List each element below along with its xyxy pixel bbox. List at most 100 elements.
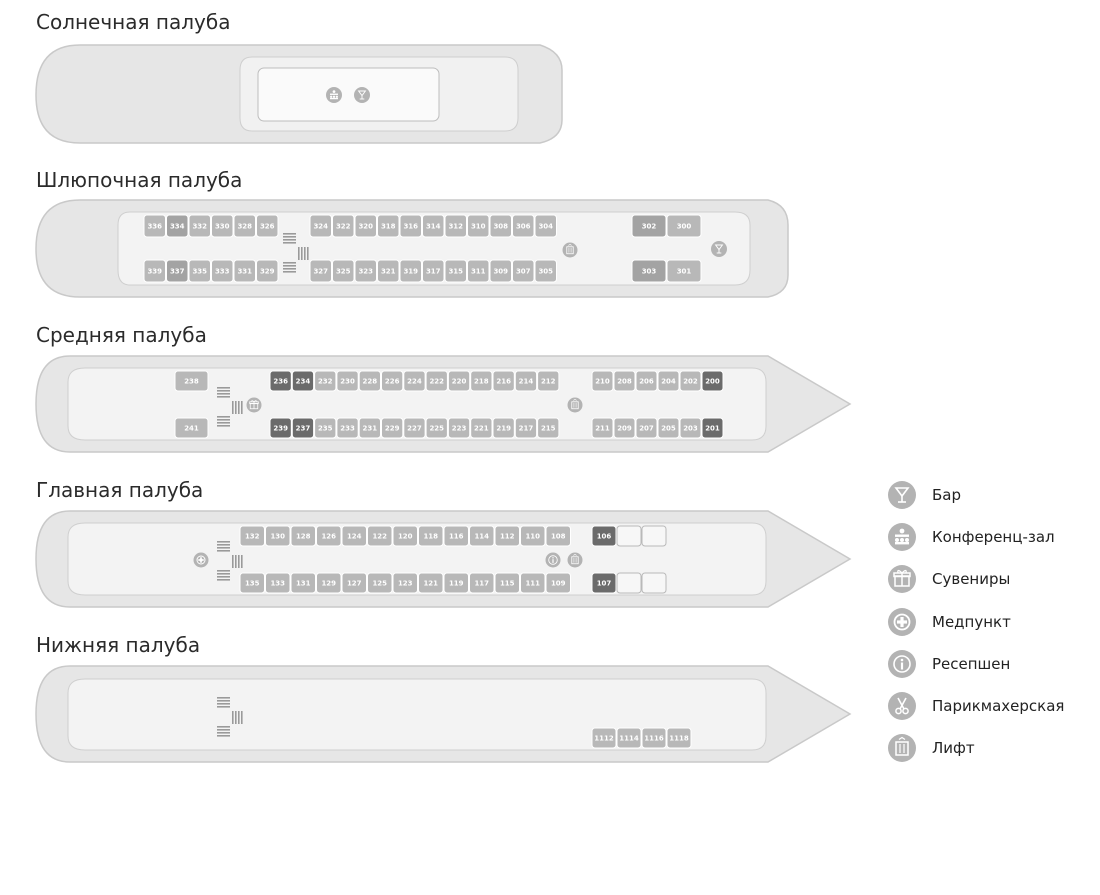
cabin-216[interactable]: 216 (492, 370, 515, 392)
cabin-336[interactable]: 336 (143, 214, 166, 238)
cabin-236[interactable]: 236 (269, 370, 292, 392)
cabin-327[interactable]: 327 (309, 259, 332, 283)
cabin-124[interactable]: 124 (341, 525, 367, 547)
cabin-unnumbered[interactable] (616, 525, 642, 547)
cabin-200[interactable]: 200 (701, 370, 724, 392)
cabin-329[interactable]: 329 (256, 259, 279, 283)
cabin-211[interactable]: 211 (591, 417, 614, 439)
cabin-306[interactable]: 306 (512, 214, 535, 238)
cabin-316[interactable]: 316 (399, 214, 422, 238)
cabin-128[interactable]: 128 (290, 525, 316, 547)
cabin-320[interactable]: 320 (354, 214, 377, 238)
cabin-unnumbered[interactable] (641, 525, 667, 547)
cabin-130[interactable]: 130 (265, 525, 291, 547)
cabin-122[interactable]: 122 (367, 525, 393, 547)
cabin-309[interactable]: 309 (489, 259, 512, 283)
cabin-337[interactable]: 337 (166, 259, 189, 283)
cabin-209[interactable]: 209 (613, 417, 636, 439)
cabin-302[interactable]: 302 (631, 214, 667, 238)
cabin-307[interactable]: 307 (512, 259, 535, 283)
cabin-324[interactable]: 324 (309, 214, 332, 238)
cabin-204[interactable]: 204 (657, 370, 680, 392)
cabin-111[interactable]: 111 (520, 572, 546, 594)
cabin-106[interactable]: 106 (591, 525, 617, 547)
cabin-226[interactable]: 226 (381, 370, 404, 392)
cabin-225[interactable]: 225 (425, 417, 448, 439)
cabin-118[interactable]: 118 (418, 525, 444, 547)
cabin-331[interactable]: 331 (233, 259, 256, 283)
cabin-210[interactable]: 210 (591, 370, 614, 392)
cabin-305[interactable]: 305 (534, 259, 557, 283)
cabin-217[interactable]: 217 (514, 417, 538, 439)
cabin-114[interactable]: 114 (469, 525, 495, 547)
cabin-335[interactable]: 335 (188, 259, 211, 283)
cabin-120[interactable]: 120 (392, 525, 418, 547)
cabin-234[interactable]: 234 (291, 370, 315, 392)
cabin-241[interactable]: 241 (174, 417, 209, 439)
cabin-308[interactable]: 308 (489, 214, 512, 238)
cabin-205[interactable]: 205 (657, 417, 680, 439)
cabin-319[interactable]: 319 (399, 259, 422, 283)
cabin-232[interactable]: 232 (314, 370, 337, 392)
cabin-107[interactable]: 107 (591, 572, 617, 594)
cabin-333[interactable]: 333 (211, 259, 234, 283)
cabin-330[interactable]: 330 (211, 214, 234, 238)
cabin-119[interactable]: 119 (443, 572, 469, 594)
cabin-117[interactable]: 117 (469, 572, 495, 594)
cabin-unnumbered[interactable] (641, 572, 667, 594)
cabin-unnumbered[interactable] (616, 572, 642, 594)
cabin-116[interactable]: 116 (443, 525, 469, 547)
cabin-125[interactable]: 125 (367, 572, 393, 594)
cabin-218[interactable]: 218 (470, 370, 493, 392)
cabin-322[interactable]: 322 (332, 214, 355, 238)
cabin-126[interactable]: 126 (316, 525, 342, 547)
cabin-129[interactable]: 129 (316, 572, 342, 594)
cabin-312[interactable]: 312 (444, 214, 467, 238)
cabin-215[interactable]: 215 (537, 417, 560, 439)
cabin-310[interactable]: 310 (467, 214, 490, 238)
cabin-301[interactable]: 301 (666, 259, 702, 283)
cabin-233[interactable]: 233 (336, 417, 359, 439)
cabin-304[interactable]: 304 (534, 214, 557, 238)
cabin-238[interactable]: 238 (174, 370, 209, 392)
cabin-121[interactable]: 121 (418, 572, 444, 594)
cabin-203[interactable]: 203 (679, 417, 702, 439)
cabin-328[interactable]: 328 (233, 214, 256, 238)
cabin-227[interactable]: 227 (403, 417, 426, 439)
cabin-314[interactable]: 314 (422, 214, 445, 238)
cabin-219[interactable]: 219 (492, 417, 515, 439)
cabin-326[interactable]: 326 (256, 214, 279, 238)
cabin-311[interactable]: 311 (467, 259, 490, 283)
cabin-228[interactable]: 228 (358, 370, 382, 392)
cabin-325[interactable]: 325 (332, 259, 355, 283)
cabin-317[interactable]: 317 (422, 259, 445, 283)
cabin-332[interactable]: 332 (188, 214, 211, 238)
cabin-220[interactable]: 220 (447, 370, 471, 392)
cabin-132[interactable]: 132 (239, 525, 265, 547)
cabin-202[interactable]: 202 (679, 370, 702, 392)
cabin-237[interactable]: 237 (291, 417, 315, 439)
cabin-221[interactable]: 221 (470, 417, 493, 439)
cabin-1118[interactable]: 1118 (666, 727, 692, 749)
cabin-108[interactable]: 108 (545, 525, 571, 547)
cabin-123[interactable]: 123 (392, 572, 418, 594)
cabin-339[interactable]: 339 (143, 259, 166, 283)
cabin-127[interactable]: 127 (341, 572, 367, 594)
cabin-334[interactable]: 334 (166, 214, 189, 238)
cabin-315[interactable]: 315 (444, 259, 467, 283)
cabin-231[interactable]: 231 (358, 417, 382, 439)
cabin-112[interactable]: 112 (494, 525, 520, 547)
cabin-239[interactable]: 239 (269, 417, 292, 439)
cabin-321[interactable]: 321 (377, 259, 400, 283)
cabin-223[interactable]: 223 (447, 417, 471, 439)
cabin-323[interactable]: 323 (354, 259, 377, 283)
cabin-201[interactable]: 201 (701, 417, 724, 439)
cabin-206[interactable]: 206 (635, 370, 658, 392)
cabin-222[interactable]: 222 (425, 370, 448, 392)
cabin-208[interactable]: 208 (613, 370, 636, 392)
cabin-235[interactable]: 235 (314, 417, 337, 439)
cabin-229[interactable]: 229 (381, 417, 404, 439)
cabin-1112[interactable]: 1112 (591, 727, 617, 749)
cabin-224[interactable]: 224 (403, 370, 426, 392)
cabin-135[interactable]: 135 (239, 572, 265, 594)
